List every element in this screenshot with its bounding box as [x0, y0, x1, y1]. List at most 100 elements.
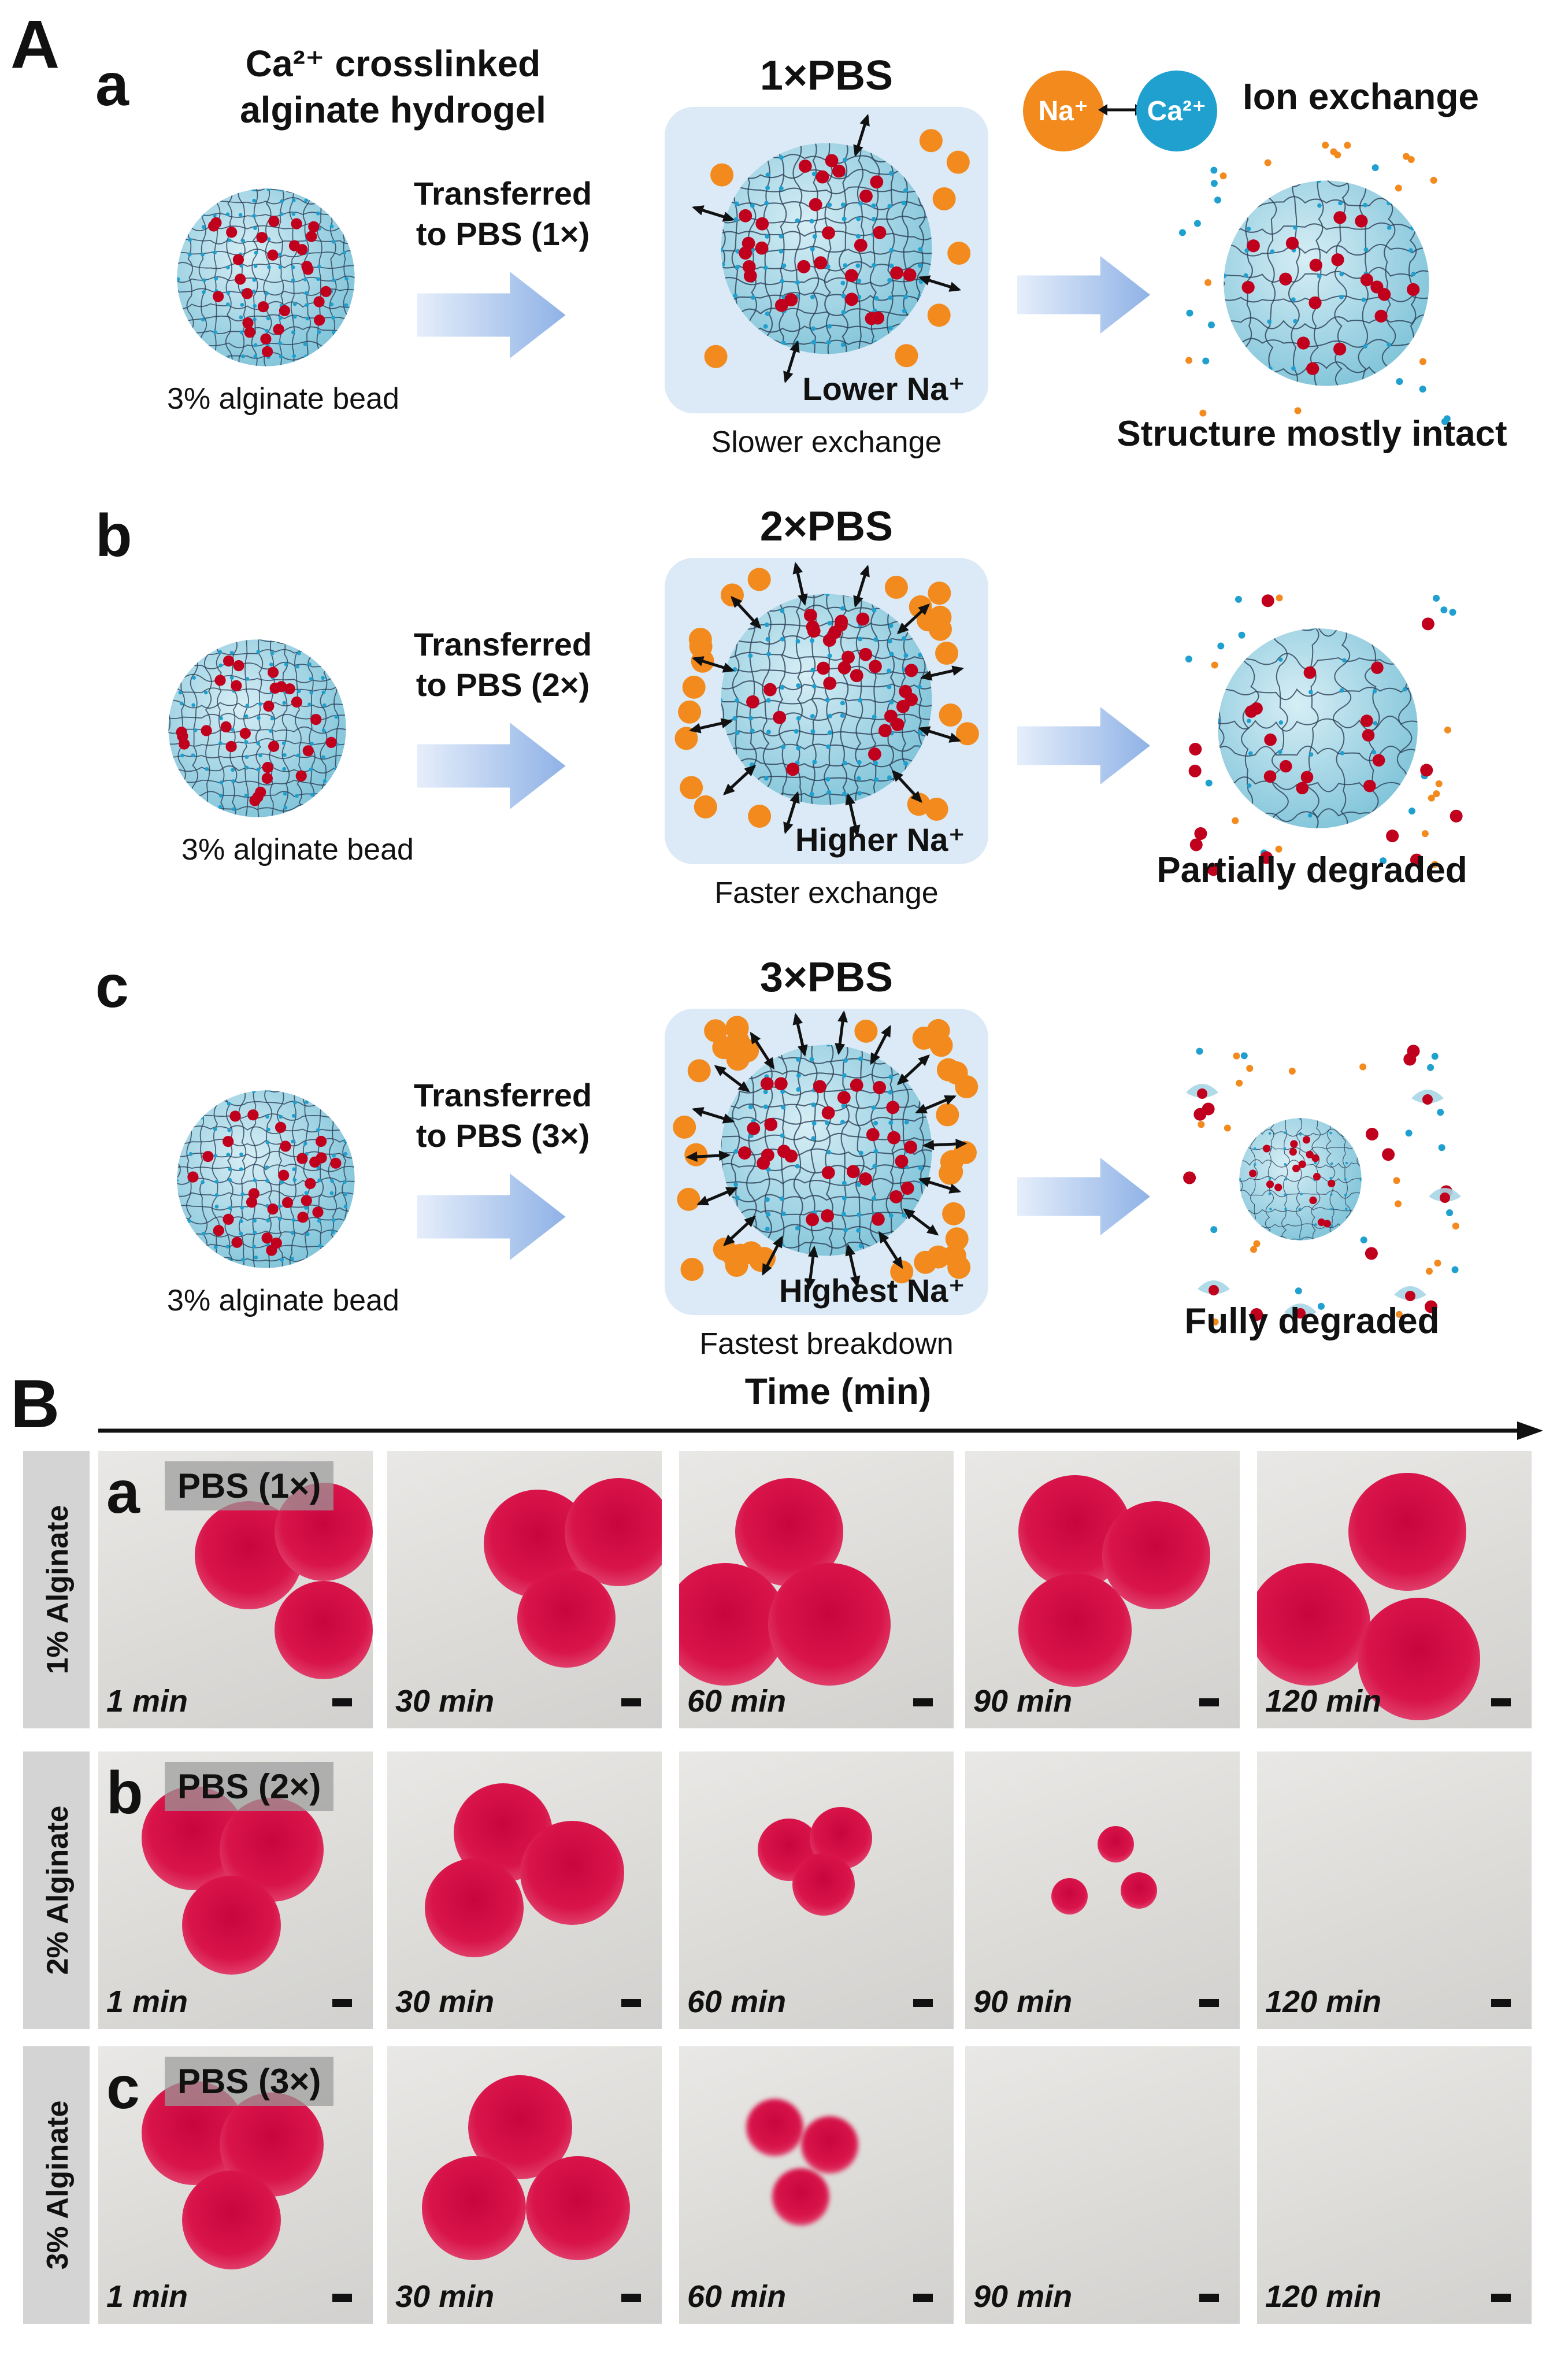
- scale-bar: [621, 1999, 641, 2007]
- hydrogel-bead: [526, 2156, 630, 2260]
- pbs-tag: PBS (2×): [165, 1762, 334, 1811]
- hydrogel-header-line2: alginate hydrogel: [240, 89, 546, 131]
- photo-c-4: 90 min: [965, 2046, 1240, 2324]
- result-bead: [1219, 176, 1433, 393]
- transfer-line1: Transferred: [413, 626, 592, 662]
- row-label: 2% Alginate: [41, 1805, 75, 1975]
- outcome-label: Fully degraded: [1184, 1301, 1440, 1341]
- time-axis-label: Time (min): [744, 1371, 932, 1412]
- time-label: 120 min: [1265, 2279, 1382, 2314]
- hydrogel-bead: [181, 2170, 281, 2269]
- transfer-arrow-icon: [417, 723, 566, 809]
- photo-a-4: 90 min: [965, 1451, 1240, 1728]
- photo-b-2: 30 min: [387, 1751, 662, 2029]
- time-label: 30 min: [395, 2279, 495, 2314]
- sodium-ion-legend-icon: Na⁺: [1023, 71, 1104, 151]
- pbs-tag: PBS (3×): [165, 2057, 334, 2106]
- sodium-ions-and-exchange-arrows: [691, 113, 971, 384]
- hydrogel-bead: [181, 1875, 281, 1975]
- transfer-label: Transferred to PBS (2×): [376, 624, 630, 705]
- bead-label: 3% alginate bead: [167, 1284, 399, 1317]
- bead-label: 3% alginate bead: [181, 833, 414, 866]
- hydrogel-bead: [792, 1853, 855, 1916]
- photo-c-5: 120 min: [1257, 2046, 1532, 2324]
- exchange-caption: Fastest breakdown: [699, 1327, 954, 1361]
- alginate-bead-c: [173, 1087, 358, 1275]
- hydrogel-bead: [772, 2168, 829, 2225]
- transfer-arrow-icon: [417, 272, 566, 358]
- time-label: 1 min: [106, 2279, 188, 2314]
- time-label: 60 min: [687, 1984, 787, 2019]
- hydrogel-bead: [1102, 1501, 1210, 1609]
- hydrogel-bead-icon: [721, 594, 932, 805]
- released-ions: [1183, 1045, 1461, 1325]
- photo-row-letter: b: [106, 1760, 143, 1827]
- scale-bar: [621, 1698, 641, 1706]
- transfer-arrow-icon: [417, 1173, 566, 1260]
- photo-c-3: 60 min: [679, 2046, 954, 2324]
- alginate-bead-a: [173, 185, 358, 373]
- photo-row-letter: a: [106, 1459, 140, 1526]
- time-axis-arrow: [98, 1421, 1543, 1440]
- bead-in-pbs: [717, 590, 936, 812]
- outcome-label: Structure mostly intact: [1117, 414, 1507, 454]
- row-label: 1% Alginate: [41, 1505, 75, 1675]
- hydrogel-bead: [1348, 1473, 1466, 1591]
- photo-a-2: 30 min: [387, 1451, 662, 1728]
- time-label: 60 min: [687, 2279, 787, 2314]
- ion-exchange-title: Ion exchange: [1243, 76, 1479, 117]
- pbs-concentration-title: 1×PBS: [759, 53, 894, 99]
- result-bead: [1237, 1116, 1364, 1246]
- bead-in-pbs: [717, 139, 936, 361]
- time-label: 90 min: [973, 2279, 1073, 2314]
- hydrogel-bead: [800, 2116, 858, 2173]
- hydrogel-bead-icon: [721, 1045, 932, 1256]
- hydrogel-header-line1: Ca²⁺ crosslinked: [245, 43, 541, 84]
- hydrogel-bead-icon: [177, 1090, 355, 1268]
- row-label-box: 3% Alginate: [23, 2046, 90, 2324]
- hydrogel-bead: [517, 1569, 616, 1668]
- transfer-line2: to PBS (1×): [416, 216, 590, 252]
- scale-bar: [913, 1698, 933, 1706]
- transfer-line2: to PBS (2×): [416, 666, 590, 703]
- hydrogel-bead: [768, 1562, 891, 1686]
- outcome-arrow-icon: [1017, 1157, 1150, 1236]
- outcome-arrow-icon: [1017, 255, 1150, 334]
- hydrogel-bead: [564, 1477, 662, 1586]
- hydrogel-bead: [1018, 1573, 1132, 1687]
- sodium-ion-symbol: Na⁺: [1038, 96, 1089, 127]
- calcium-ion-symbol: Ca²⁺: [1147, 96, 1207, 127]
- result-bead: [1214, 624, 1422, 835]
- time-label: 1 min: [106, 1984, 188, 2019]
- scale-bar: [1491, 1698, 1511, 1706]
- row-label-box: 1% Alginate: [23, 1451, 90, 1728]
- outcome-label: Partially degraded: [1156, 850, 1467, 890]
- transfer-line1: Transferred: [413, 175, 592, 212]
- photo-row-letter: c: [106, 2054, 140, 2121]
- hydrogel-bead: [746, 2098, 803, 2156]
- time-label: 30 min: [395, 1684, 495, 1719]
- pbs-tag: PBS (1×): [165, 1461, 334, 1510]
- photo-c-2: 30 min: [387, 2046, 662, 2324]
- hydrogel-bead: [1051, 1878, 1088, 1914]
- time-label: 90 min: [973, 1684, 1073, 1719]
- photo-a-3: 60 min: [679, 1451, 954, 1728]
- scale-bar: [1199, 2294, 1219, 2302]
- hydrogel-bead: [1097, 1825, 1134, 1862]
- hydrogel-bead: [424, 1858, 524, 1957]
- sodium-ions-and-exchange-arrows: [673, 1010, 978, 1291]
- alginate-bead-b: [165, 636, 350, 824]
- photo-b-3: 60 min: [679, 1751, 954, 2029]
- sodium-level-label: Higher Na⁺: [795, 821, 965, 858]
- transfer-line1: Transferred: [413, 1077, 592, 1113]
- time-label: 90 min: [973, 1984, 1073, 2019]
- transfer-label: Transferred to PBS (1×): [376, 173, 630, 254]
- hydrogel-bead-icon: [721, 143, 932, 354]
- scale-bar: [332, 2294, 352, 2302]
- row-a-letter: a: [95, 51, 129, 118]
- degraded-hydrogel-icon: [1218, 628, 1418, 828]
- time-label: 30 min: [395, 1984, 495, 2019]
- scale-bar: [913, 2294, 933, 2302]
